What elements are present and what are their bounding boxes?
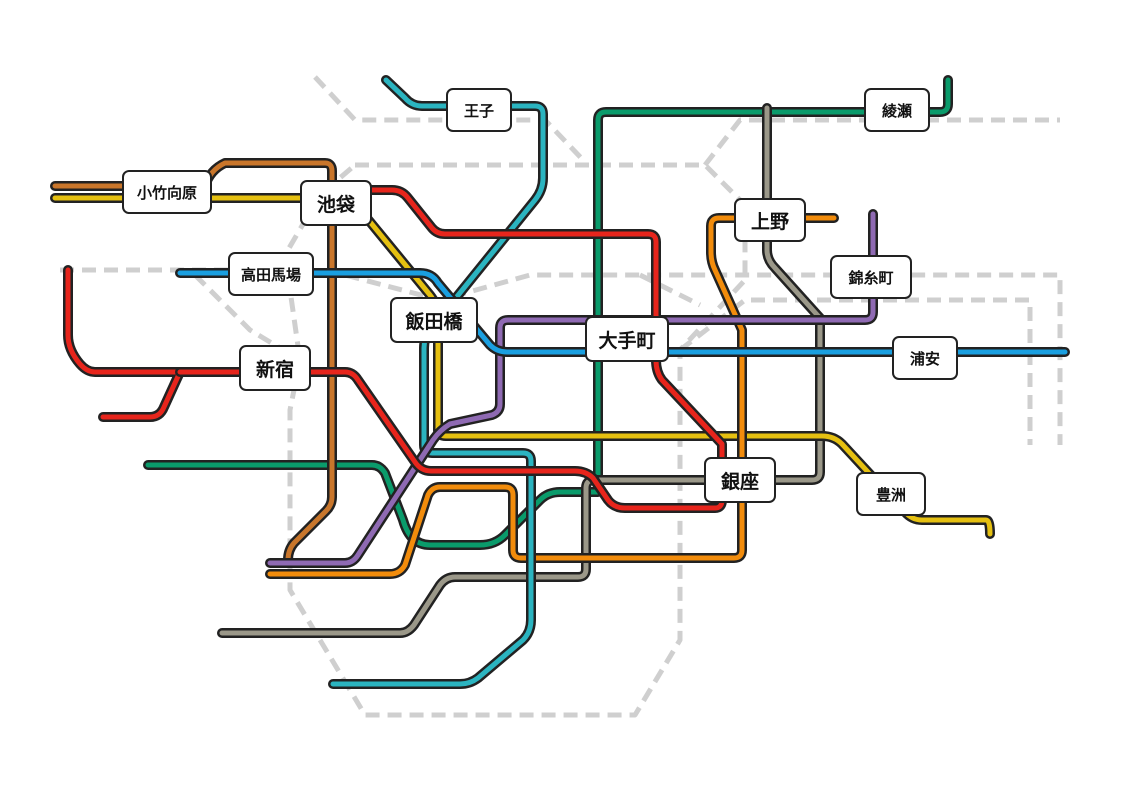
line-marunouchi-2 (175, 185, 727, 513)
line-yurakucho-main (50, 193, 995, 539)
line-hibiya (217, 103, 825, 638)
station-iidabashi[interactable]: 飯田橋 (390, 297, 478, 343)
station-takadanobaba[interactable]: 高田馬場 (228, 252, 314, 296)
line-yurakucho (50, 158, 337, 565)
line-marunouchi-path (177, 187, 725, 511)
line-yurakucho-main-path (52, 195, 993, 537)
line-chiyoda-path (145, 77, 951, 548)
station-ayase[interactable]: 綾瀬 (864, 88, 930, 132)
line-marunouchi-outline (63, 265, 185, 422)
station-ginza[interactable]: 銀座 (704, 457, 776, 503)
line-namboku (328, 75, 548, 689)
line-ginza-path (267, 215, 837, 577)
jr-northwest-line (313, 75, 587, 164)
line-marunouchi-1 (63, 265, 185, 422)
line-hanzomon-path (267, 211, 876, 566)
station-ikebukuro[interactable]: 池袋 (300, 180, 372, 226)
line-chiyoda (143, 75, 953, 550)
station-urayasu[interactable]: 浦安 (892, 336, 958, 380)
jr-keiyo-line (678, 297, 1033, 445)
jr-sobu-branch (638, 272, 702, 308)
station-otemachi[interactable]: 大手町 (585, 316, 669, 362)
station-toyosu[interactable]: 豊洲 (856, 472, 926, 516)
station-oji[interactable]: 王子 (446, 88, 512, 132)
line-marunouchi-path (65, 267, 183, 420)
line-namboku-path (330, 77, 546, 687)
line-hanzomon (265, 209, 878, 568)
station-shinjuku[interactable]: 新宿 (239, 345, 311, 391)
line-yurakucho-path (52, 160, 335, 563)
station-ueno[interactable]: 上野 (734, 198, 806, 242)
station-kinshicho[interactable]: 錦糸町 (830, 255, 912, 299)
line-ginza (265, 213, 839, 579)
station-kotake-mukaihara[interactable]: 小竹向原 (122, 170, 212, 214)
jr-joban-line (703, 117, 1060, 167)
line-yurakucho-main-outline (50, 193, 995, 539)
line-hibiya-path (219, 105, 823, 636)
